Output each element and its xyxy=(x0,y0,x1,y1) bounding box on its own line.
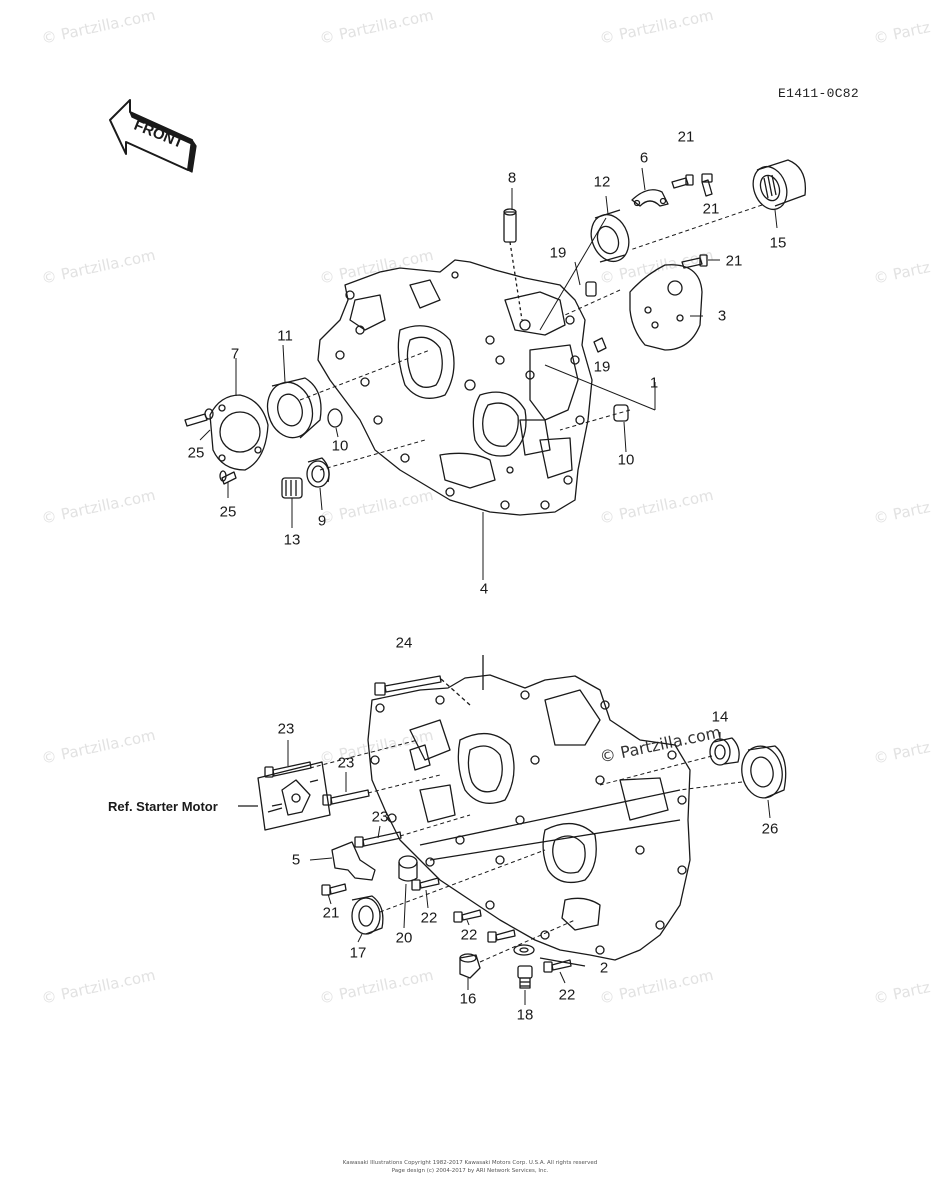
callout-21: 21 xyxy=(677,128,695,146)
callout-26: 26 xyxy=(761,820,779,838)
front-arrow-icon: FRONT xyxy=(109,99,197,173)
part-3-guide-plate xyxy=(629,264,703,351)
footer-page-design: Page design (c) 2004-2017 by ARI Network… xyxy=(391,1168,549,1174)
part-18-drain-plug xyxy=(517,965,533,989)
starter-motor-ref-box xyxy=(238,761,331,831)
callout-8: 8 xyxy=(507,169,517,187)
callout-4: 4 xyxy=(479,580,489,598)
callout-9: 9 xyxy=(317,512,327,530)
callout-17: 17 xyxy=(349,944,367,962)
callout-1: 1 xyxy=(649,374,659,392)
ref-starter-motor-label: Ref. Starter Motor xyxy=(108,799,218,814)
callout-15: 15 xyxy=(769,234,787,252)
callout-21: 21 xyxy=(725,252,743,270)
part-17-oil-seal xyxy=(351,895,384,935)
diagram-code: E1411-0C82 xyxy=(778,86,860,101)
part-2-washer xyxy=(513,944,586,967)
callout-22: 22 xyxy=(420,909,438,927)
lower-crankcase xyxy=(367,674,691,961)
callout-20: 20 xyxy=(395,929,413,947)
callout-21: 21 xyxy=(322,904,340,922)
part-19-dowels xyxy=(585,281,607,353)
part-10-dowels xyxy=(327,404,629,428)
part-25-screws xyxy=(184,408,237,485)
part-15-needle-bearing xyxy=(752,159,807,211)
part-13-needle-bearing xyxy=(281,477,303,499)
footer-copyright: Kawasaki Illustrations Copyright 1982-20… xyxy=(342,1160,598,1166)
callout-22: 22 xyxy=(558,986,576,1004)
part-12-bearing xyxy=(590,209,630,263)
callout-19: 19 xyxy=(593,358,611,376)
part-11-bearing xyxy=(266,377,322,439)
callout-3: 3 xyxy=(717,307,727,325)
upper-crankcase xyxy=(317,259,593,516)
part-21-bolt-lower xyxy=(321,883,347,896)
callout-13: 13 xyxy=(283,531,301,549)
callout-6: 6 xyxy=(639,149,649,167)
callout-5: 5 xyxy=(291,851,301,869)
part-6-clamp xyxy=(631,189,669,207)
part-21-bolts-top xyxy=(671,173,713,269)
callout-23: 23 xyxy=(371,808,389,826)
part-9-oil-seal xyxy=(306,457,330,488)
part-5-bracket xyxy=(331,841,376,881)
callout-25: 25 xyxy=(219,503,237,521)
callout-16: 16 xyxy=(459,990,477,1008)
callout-10: 10 xyxy=(617,451,635,469)
callout-23: 23 xyxy=(337,754,355,772)
part-8-stud xyxy=(503,208,523,321)
part-16-plug xyxy=(459,953,481,979)
callout-7: 7 xyxy=(230,345,240,363)
callout-21: 21 xyxy=(702,200,720,218)
part-20-plug xyxy=(398,855,418,882)
callout-11: 11 xyxy=(277,327,293,345)
callout-10: 10 xyxy=(331,437,349,455)
leader-lines-upper xyxy=(199,167,778,580)
callout-14: 14 xyxy=(711,708,729,726)
callout-19: 19 xyxy=(549,244,567,262)
callout-24: 24 xyxy=(395,634,413,652)
callout-12: 12 xyxy=(593,173,611,191)
leader-lines-lower xyxy=(287,732,771,1005)
part-7-cover-plate xyxy=(209,394,269,471)
callout-2: 2 xyxy=(599,959,609,977)
part-24-bolt xyxy=(374,655,484,706)
callout-22: 22 xyxy=(460,926,478,944)
callout-25: 25 xyxy=(187,444,205,462)
part-26-bearing xyxy=(741,745,787,799)
part-14-bearing xyxy=(709,737,740,766)
callout-18: 18 xyxy=(516,1006,534,1024)
callout-23: 23 xyxy=(277,720,295,738)
